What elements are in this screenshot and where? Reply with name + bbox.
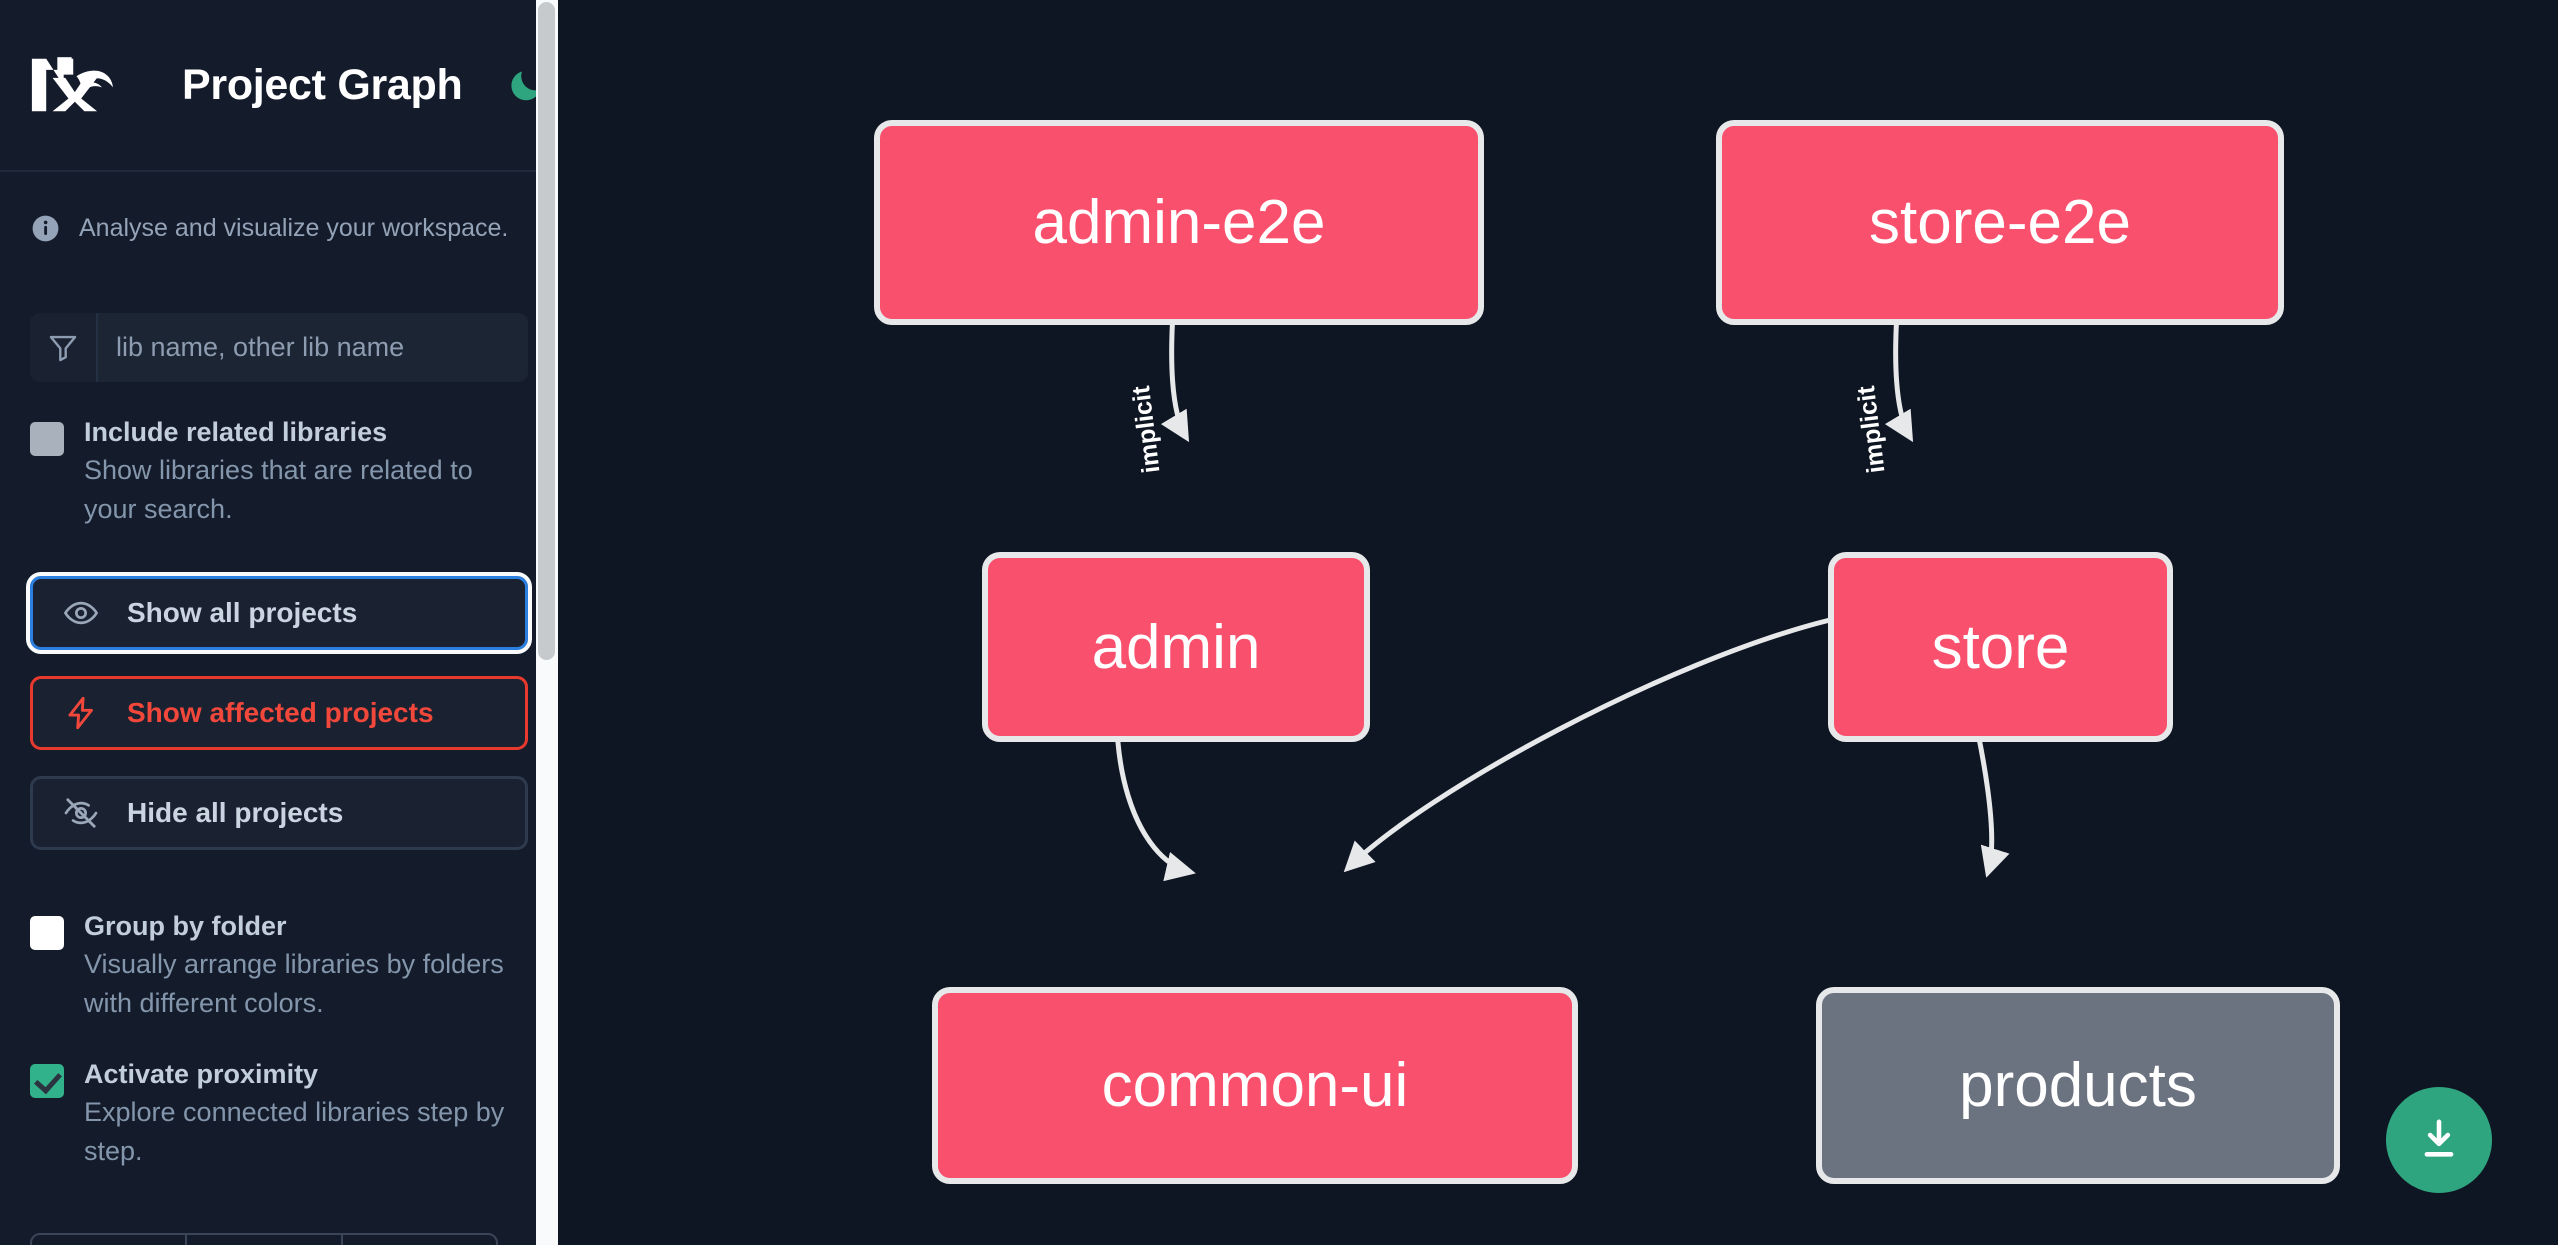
checkbox-row-include-related-libraries[interactable]: Include related libraries Show libraries… [30,416,528,530]
activate-proximity-description: Explore connected libraries step by step… [84,1097,505,1167]
proximity-step-decrease[interactable] [32,1235,188,1245]
section-divider [30,850,528,876]
tagline: Analyse and visualize your workspace. [30,212,528,245]
moon-icon[interactable] [504,63,548,107]
show-affected-projects-label: Show affected projects [127,696,434,728]
hide-all-projects-label: Hide all projects [127,796,344,828]
activate-proximity-label: Activate proximity [84,1058,319,1089]
hide-all-projects-button[interactable]: Hide all projects [30,775,528,850]
graph-node-label: admin-e2e [1032,188,1326,257]
graph-node-label: store [1931,612,2070,682]
proximity-step-value[interactable] [187,1235,343,1245]
nx-logo-icon [30,54,126,116]
tagline-text: Analyse and visualize your workspace. [79,214,509,242]
lightning-icon [68,696,93,729]
graph-node-label: admin [1091,612,1261,682]
checkbox-row-activate-proximity[interactable]: Activate proximity Explore connected lib… [30,1058,528,1172]
eye-icon [63,601,99,624]
filter-input-wrapper [30,312,528,382]
show-affected-projects-button[interactable]: Show affected projects [30,675,528,750]
download-graph-button[interactable] [2386,1087,2492,1193]
eye-off-icon [64,797,98,828]
page-title: Project Graph [182,60,463,109]
include-related-libraries-description: Show libraries that are related to your … [84,455,473,525]
graph-node-store-e2e[interactable]: store-e2e [1716,120,2284,325]
info-icon [30,213,61,244]
checkbox-row-group-by-folder[interactable]: Group by folder Visually arrange librari… [30,910,528,1024]
graph-node-common-ui[interactable]: common-ui [932,987,1578,1184]
sidebar: Project Graph Analyse and visualize your… [0,0,558,1245]
sidebar-body: Analyse and visualize your workspace. In… [0,212,558,1172]
graph-node-admin-e2e[interactable]: admin-e2e [874,120,1484,325]
sidebar-scrollbar-track[interactable] [536,0,558,1245]
group-by-folder-description: Visually arrange libraries by folders wi… [84,949,504,1019]
graph-node-label: products [1959,1051,2197,1120]
show-all-projects-button[interactable]: Show all projects [26,571,532,654]
graph-node-store[interactable]: store [1828,552,2173,742]
download-icon [2424,1119,2454,1157]
graph-node-label: common-ui [1101,1051,1409,1120]
group-by-folder-checkbox[interactable] [30,915,64,950]
proximity-step-increase[interactable] [343,1235,496,1245]
sidebar-header: Project Graph [0,0,558,172]
graph-canvas[interactable]: admin-e2e store-e2e admin store common-u… [558,0,2558,1245]
group-by-folder-label: Group by folder [84,910,287,941]
show-all-projects-label: Show all projects [127,596,358,628]
graph-node-label: store-e2e [1869,188,2131,257]
proximity-stepper-control[interactable] [30,1233,498,1245]
filter-funnel-icon [30,312,98,382]
activate-proximity-checkbox[interactable] [30,1063,64,1098]
sidebar-scrollbar-thumb[interactable] [538,2,555,660]
include-related-libraries-label: Include related libraries [84,416,388,447]
search-input[interactable] [98,312,528,382]
graph-node-admin[interactable]: admin [982,552,1370,742]
include-related-libraries-checkbox[interactable] [30,421,64,456]
graph-node-products[interactable]: products [1816,987,2340,1184]
